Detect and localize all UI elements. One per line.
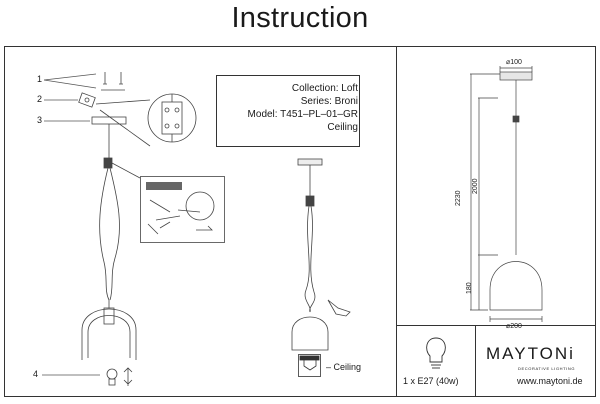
shade-diameter-label: ⌀200 [506, 323, 522, 330]
sheet-frame [4, 46, 596, 397]
canopy-part [91, 116, 127, 160]
top-diameter-label: ⌀100 [506, 59, 522, 66]
series-label: Series: Broni [300, 96, 358, 107]
ceiling-mount-icon [298, 354, 321, 377]
mount-label: Ceiling [327, 122, 358, 133]
cable-length-label: 2000 [472, 178, 479, 194]
bulb-part [106, 367, 133, 386]
callout-4: 4 [33, 369, 39, 379]
screws-part [101, 72, 125, 91]
brand-url: www.maytoni.de [517, 376, 583, 386]
terminal-block-part [78, 92, 197, 147]
dimension-drawing [470, 66, 543, 322]
mount-legend-label: – Ceiling [326, 362, 362, 372]
shade-height-label: 180 [466, 282, 473, 294]
info-box-border [216, 75, 360, 147]
collection-label: Collection: Loft [291, 83, 358, 94]
callout-3: 3 [37, 115, 43, 125]
brand-tagline: DECORATIVE LIGHTING [518, 366, 576, 371]
brand-logo: MAYTONi [486, 344, 575, 363]
callout-1: 1 [37, 74, 43, 84]
model-label: Model: T451–PL–01–GR [247, 109, 358, 120]
lamp-exploded-view [81, 157, 141, 360]
lamp-spec-label: 1 x E27 (40w) [403, 376, 459, 386]
bulb-spec-icon [426, 337, 446, 369]
callout-2: 2 [37, 94, 43, 104]
callout-leaders [42, 73, 100, 376]
lamp-side-view [291, 158, 351, 351]
total-height-label: 2230 [455, 190, 462, 206]
ceiling-detail [140, 176, 225, 243]
page-title: Instruction [231, 2, 369, 34]
